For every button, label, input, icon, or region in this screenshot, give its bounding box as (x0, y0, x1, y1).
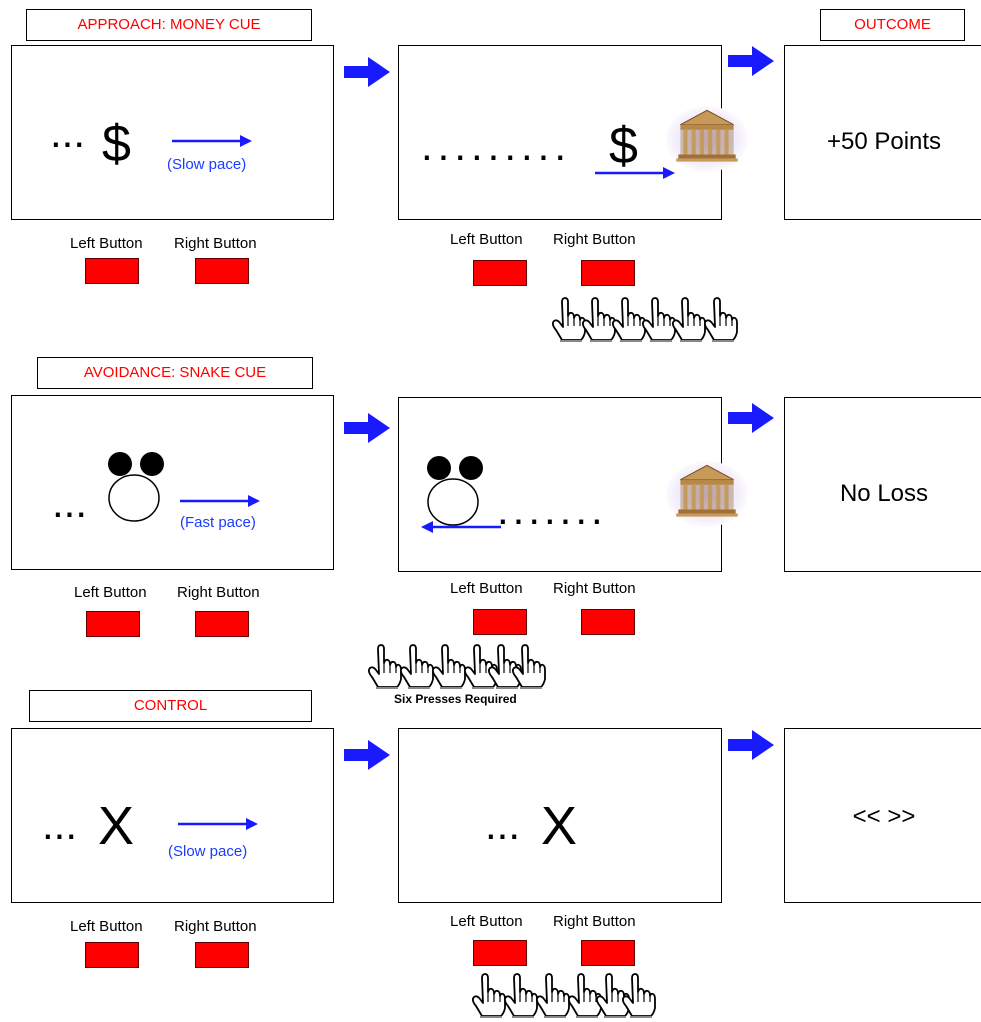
right-button[interactable] (195, 258, 249, 284)
flow-arrow-icon (728, 730, 774, 760)
pace-label: (Slow pace) (168, 843, 248, 860)
pace-arrow-icon (180, 495, 260, 507)
outcome-header: OUTCOME (820, 9, 965, 41)
cue-dots: ... (485, 801, 521, 848)
avoidance-outcome-panel: No Loss (784, 397, 981, 572)
approach-outcome-panel: +50 Points (784, 45, 981, 220)
outcome-text: << >> (852, 803, 916, 830)
left-button-label: Left Button (450, 231, 523, 248)
pace-label: (Slow pace) (167, 156, 247, 173)
left-button[interactable] (473, 940, 527, 966)
control-cue-symbol: X (98, 796, 135, 856)
left-button[interactable] (85, 942, 139, 968)
outcome-text: No Loss (839, 480, 929, 507)
right-button[interactable] (195, 942, 249, 968)
cue-dots: ... (50, 109, 86, 156)
six-presses-note: Six Presses Required (394, 692, 517, 706)
left-button-label: Left Button (450, 580, 523, 597)
cue-dots: ....... (497, 486, 607, 533)
bank-building-icon (666, 455, 748, 527)
pace-arrow-icon (172, 135, 252, 147)
control-response-panel: ... X (398, 728, 722, 903)
approach-header: APPROACH: MONEY CUE (26, 9, 312, 41)
approach-response-panel: ......... $ (398, 45, 722, 220)
flow-arrow-icon (344, 413, 390, 443)
right-button-label: Right Button (553, 231, 636, 248)
control-outcome-panel: << >> (784, 728, 981, 903)
pace-arrow-icon (421, 521, 501, 533)
flow-arrow-icon (728, 403, 774, 433)
cue-dots: ... (42, 801, 78, 848)
control-cue-symbol: X (541, 796, 578, 856)
pointing-hand-icon (700, 296, 740, 342)
right-button-label: Right Button (174, 235, 257, 252)
pace-arrow-icon (595, 167, 675, 179)
left-button[interactable] (85, 258, 139, 284)
flow-arrow-icon (344, 57, 390, 87)
flow-arrow-icon (344, 740, 390, 770)
pace-arrow-icon (178, 818, 258, 830)
approach-cue-panel: ... $ (Slow pace) (11, 45, 334, 220)
left-button[interactable] (473, 260, 527, 286)
left-button-label: Left Button (450, 913, 523, 930)
control-cue-panel: ... X (Slow pace) (11, 728, 334, 903)
pointing-hand-icon (618, 972, 658, 1018)
pace-label: (Fast pace) (180, 514, 256, 531)
money-cue-symbol: $ (609, 117, 638, 175)
snake-cue-icon (108, 452, 164, 522)
right-button[interactable] (581, 609, 635, 635)
right-button-label: Right Button (177, 584, 260, 601)
right-button[interactable] (195, 611, 249, 637)
right-button[interactable] (581, 940, 635, 966)
left-button[interactable] (473, 609, 527, 635)
pointing-hand-icon (508, 643, 548, 689)
right-button-label: Right Button (174, 918, 257, 935)
left-button[interactable] (86, 611, 140, 637)
left-button-label: Left Button (74, 584, 147, 601)
avoidance-cue-panel: ... (Fast pace) (11, 395, 334, 570)
cue-dots: ......... (421, 122, 572, 169)
avoidance-header: AVOIDANCE: SNAKE CUE (37, 357, 313, 389)
left-button-label: Left Button (70, 918, 143, 935)
right-button-label: Right Button (553, 580, 636, 597)
money-cue-symbol: $ (102, 115, 131, 173)
bank-building-icon (666, 100, 748, 172)
snake-cue-icon (427, 456, 483, 526)
left-button-label: Left Button (70, 235, 143, 252)
right-button-label: Right Button (553, 913, 636, 930)
cue-dots: ... (52, 479, 88, 526)
right-button[interactable] (581, 260, 635, 286)
control-header: CONTROL (29, 690, 312, 722)
outcome-text: +50 Points (826, 128, 942, 155)
flow-arrow-icon (728, 46, 774, 76)
